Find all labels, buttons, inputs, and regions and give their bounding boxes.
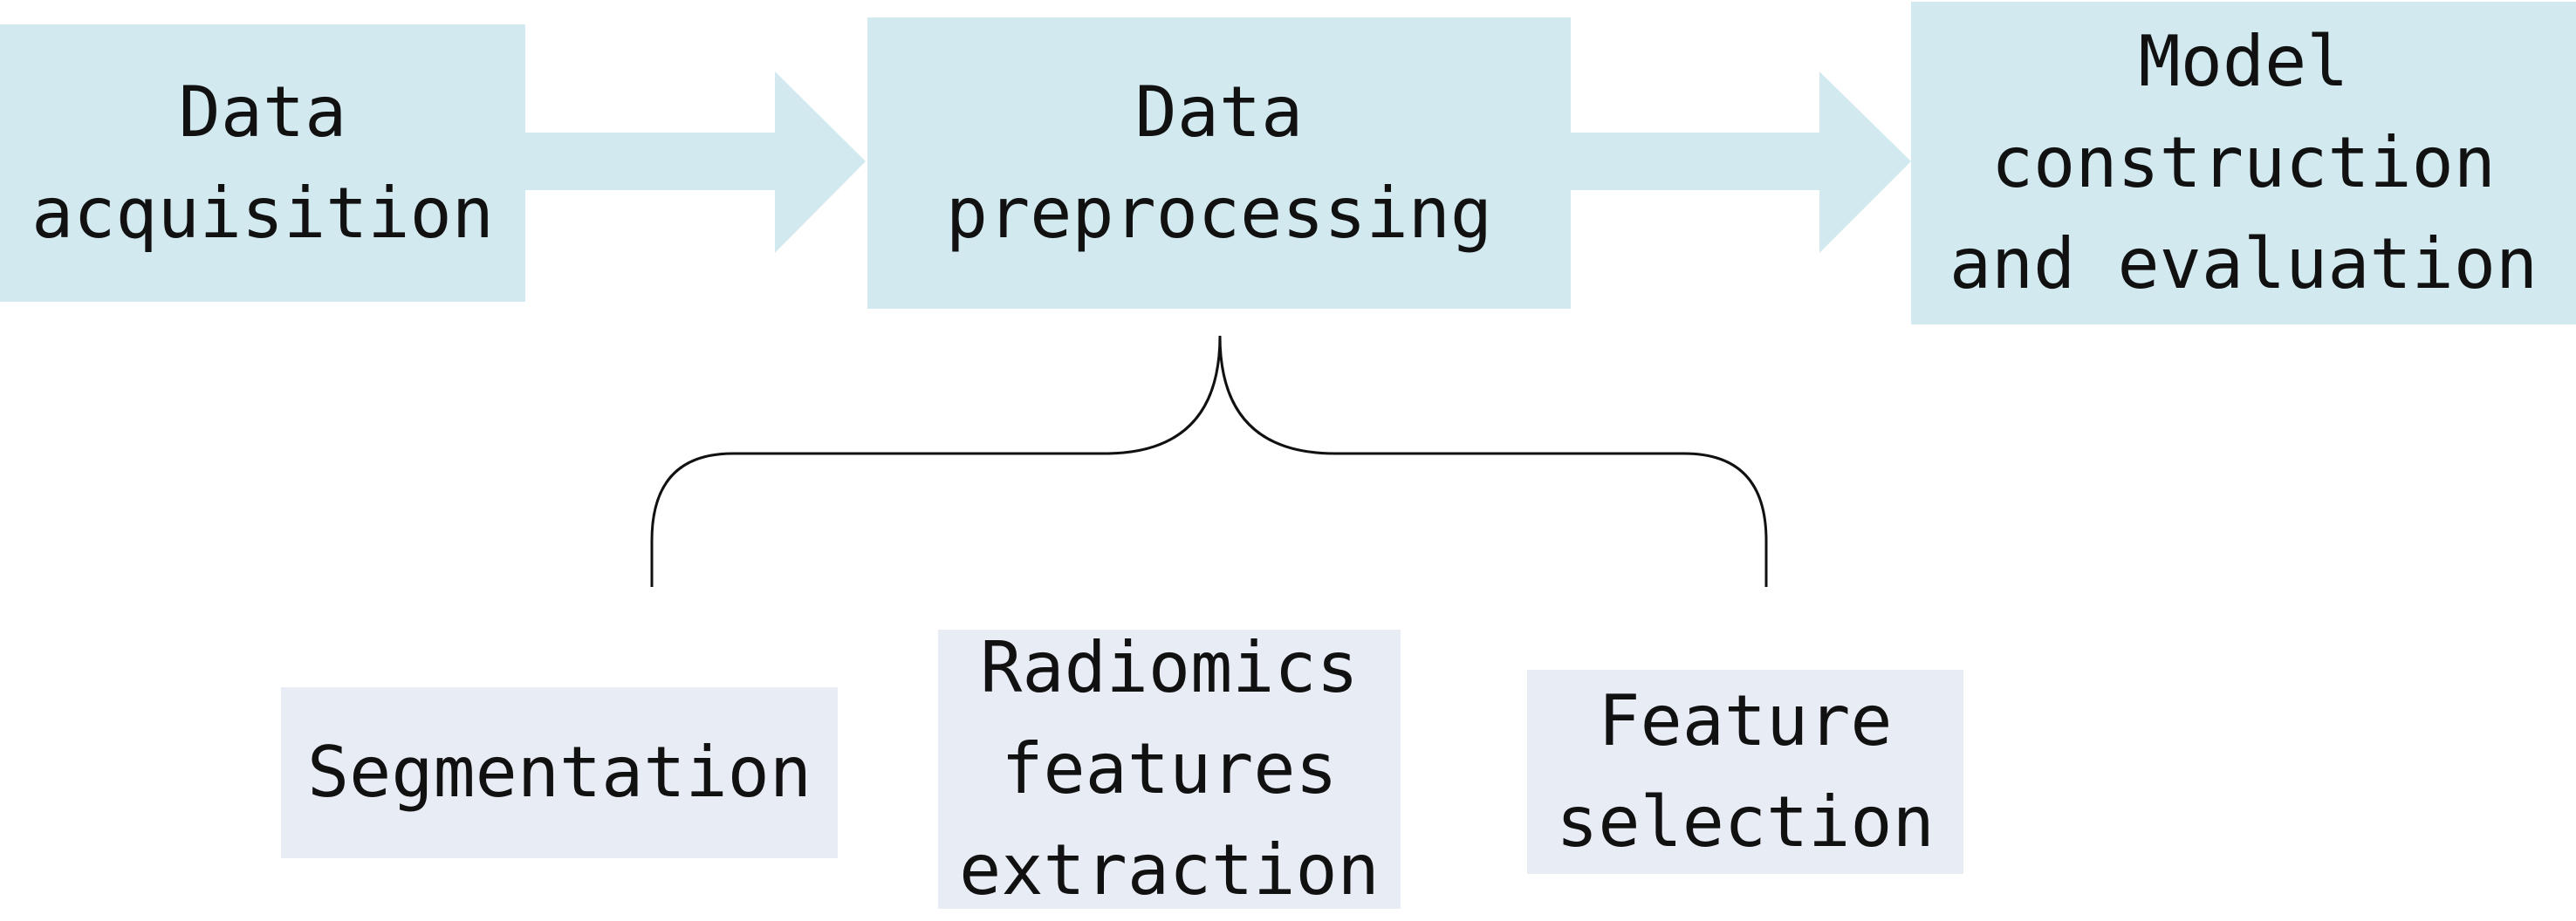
substep-segmentation: Segmentation bbox=[281, 687, 838, 858]
substep-feature-selection: Feature selection bbox=[1527, 670, 1963, 874]
substep-radiomics-line-1: Radiomics bbox=[980, 627, 1359, 708]
arrow-acquisition-to-preprocessing bbox=[525, 72, 866, 253]
step-model-construction-line-3: and evaluation bbox=[1949, 223, 2538, 304]
step-model-construction: Model construction and evaluation bbox=[1911, 2, 2576, 324]
curly-brace bbox=[650, 335, 1768, 587]
step-model-construction-line-1: Model bbox=[2138, 21, 2349, 102]
step-data-preprocessing: Data preprocessing bbox=[867, 17, 1571, 309]
step-data-acquisition-line-2: acquisition bbox=[31, 173, 494, 254]
step-data-preprocessing-line-1: Data bbox=[1134, 72, 1304, 153]
step-model-construction-line-2: construction bbox=[1991, 122, 2496, 203]
step-data-acquisition: Data acquisition bbox=[0, 24, 525, 302]
substep-feature-selection-line-1: Feature bbox=[1598, 680, 1893, 761]
step-data-preprocessing-line-2: preprocessing bbox=[945, 173, 1493, 254]
substep-radiomics-features-extraction: Radiomics features extraction bbox=[938, 627, 1401, 911]
substep-feature-selection-line-2: selection bbox=[1556, 781, 1935, 863]
substep-segmentation-line-1: Segmentation bbox=[307, 732, 812, 813]
substep-radiomics-line-2: features bbox=[1001, 728, 1338, 809]
arrow-preprocessing-to-model bbox=[1571, 72, 1911, 253]
step-data-acquisition-line-1: Data bbox=[178, 72, 347, 153]
substep-radiomics-line-3: extraction bbox=[959, 829, 1380, 911]
